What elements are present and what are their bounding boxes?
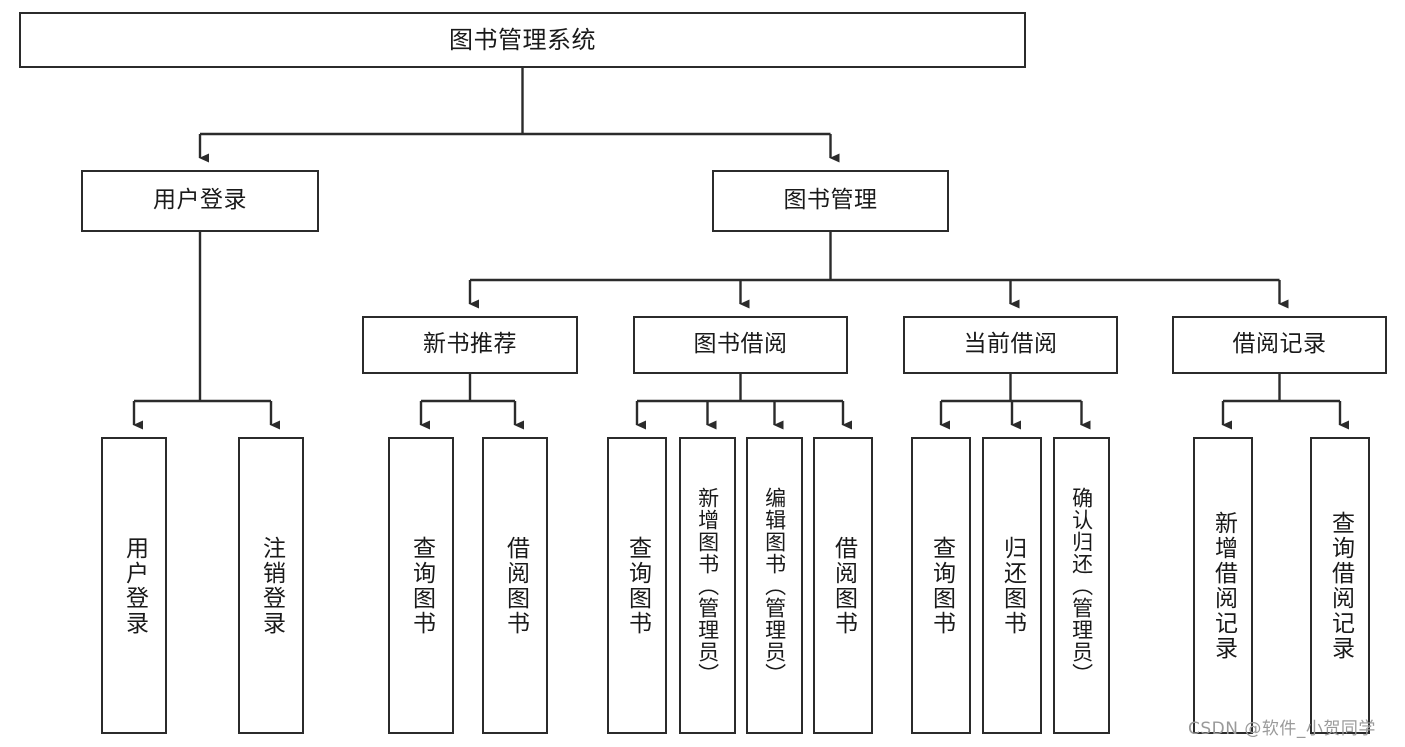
node-book-management[interactable]: 图书管理 [712, 170, 949, 232]
node-label: 编辑图书（管理员） [762, 486, 787, 685]
node-label: 借阅图书 [502, 535, 529, 636]
node-label: 新增借阅记录 [1210, 510, 1237, 661]
node-leaf-confirm-return[interactable]: 确认归还（管理员） [1053, 437, 1110, 734]
node-label: 图书管理系统 [449, 25, 596, 54]
node-leaf-query-record[interactable]: 查询借阅记录 [1310, 437, 1370, 734]
node-label: 查询借阅记录 [1327, 510, 1354, 661]
node-borrow-record[interactable]: 借阅记录 [1172, 316, 1387, 374]
node-label: 查询图书 [928, 535, 955, 636]
node-label: 新书推荐 [423, 331, 517, 358]
node-label: 借阅图书 [830, 535, 857, 636]
node-label: 图书借阅 [693, 331, 788, 358]
node-label: 归还图书 [999, 535, 1026, 636]
csdn-watermark: CSDN @软件_小贺同学 [1188, 719, 1376, 739]
node-leaf-user-logout[interactable]: 注销登录 [238, 437, 304, 734]
node-label: 注销登录 [258, 535, 285, 636]
node-label: 用户登录 [153, 187, 247, 214]
node-label: 用户登录 [121, 535, 148, 636]
node-leaf-query-book-2[interactable]: 查询图书 [607, 437, 667, 734]
node-leaf-query-book-1[interactable]: 查询图书 [388, 437, 454, 734]
node-label: 确认归还（管理员） [1069, 486, 1094, 685]
node-label: 借阅记录 [1232, 331, 1327, 358]
node-label: 当前借阅 [963, 331, 1058, 358]
node-leaf-add-record[interactable]: 新增借阅记录 [1193, 437, 1253, 734]
node-leaf-return-book[interactable]: 归还图书 [982, 437, 1042, 734]
node-user-login[interactable]: 用户登录 [81, 170, 319, 232]
node-new-book-recommend[interactable]: 新书推荐 [362, 316, 578, 374]
node-label: 图书管理 [783, 187, 878, 214]
node-leaf-user-login[interactable]: 用户登录 [101, 437, 167, 734]
node-label: 新增图书（管理员） [695, 486, 720, 685]
node-label: 查询图书 [408, 535, 435, 636]
node-root-system[interactable]: 图书管理系统 [19, 12, 1026, 68]
node-label: 查询图书 [624, 535, 651, 636]
node-leaf-edit-book[interactable]: 编辑图书（管理员） [746, 437, 803, 734]
node-leaf-borrow-book-2[interactable]: 借阅图书 [813, 437, 873, 734]
node-leaf-borrow-book-1[interactable]: 借阅图书 [482, 437, 548, 734]
node-leaf-query-book-3[interactable]: 查询图书 [911, 437, 971, 734]
node-leaf-add-book[interactable]: 新增图书（管理员） [679, 437, 736, 734]
node-current-borrow[interactable]: 当前借阅 [903, 316, 1118, 374]
node-book-borrow[interactable]: 图书借阅 [633, 316, 848, 374]
